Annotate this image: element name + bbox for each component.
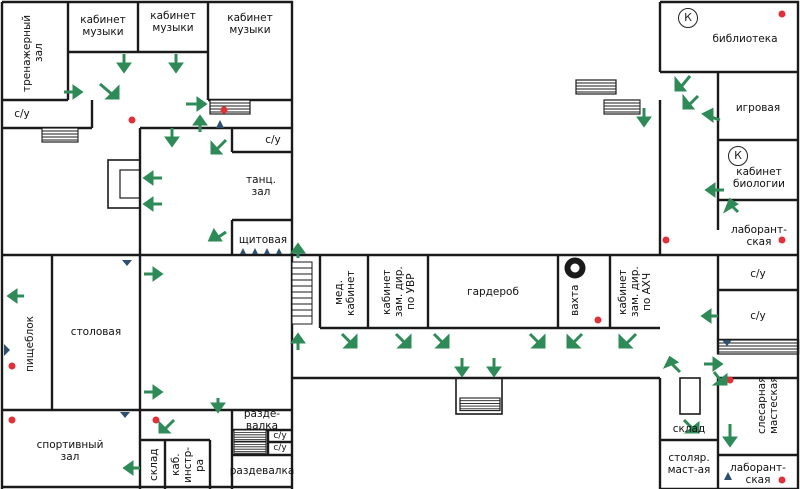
room-label-storage-left: склад <box>148 448 160 482</box>
room-label-playroom: игровая <box>735 102 781 114</box>
room-label-deputy-ahch: кабинет зам. дир. по АХЧ <box>617 266 653 318</box>
room-label-music-3: кабинет музыки <box>227 12 273 36</box>
room-label-wc-bottom-2: с/у <box>273 443 287 453</box>
room-label-canteen: столовая <box>70 326 122 338</box>
room-label-music-1: кабинет музыки <box>80 14 126 38</box>
room-label-carpentry: столяр. маст-ая <box>667 452 711 476</box>
room-label-lab-1: лаборант- ская <box>731 224 787 248</box>
room-label-music-2: кабинет музыки <box>150 10 196 34</box>
room-label-wc-top-left: с/у <box>14 108 30 120</box>
room-label-lab-2: лаборант- ская <box>730 462 786 486</box>
room-label-switchboard: щитовая <box>238 234 288 246</box>
room-label-watch: вахта <box>569 284 581 316</box>
room-label-storage-right: склад <box>672 423 706 435</box>
room-label-dance: танц. зал <box>246 174 276 198</box>
room-label-biology: кабинет биологии <box>732 166 786 190</box>
room-label-changing-2: раздевалка <box>229 465 295 477</box>
room-label-medical: мед. кабинет <box>333 270 357 316</box>
room-label-deputy-uvr: кабинет зам. дир. по УВР <box>381 266 417 318</box>
room-label-sports-hall: спортивный зал <box>36 439 104 463</box>
room-label-wardrobe: гардероб <box>467 286 519 298</box>
fire-cabinet-icon: К <box>728 146 748 166</box>
room-label-changing-1: разде- валка <box>243 408 281 432</box>
room-label-wc-bottom-1: с/у <box>273 431 287 441</box>
room-label-instructor: каб. инстр-ра <box>170 446 206 484</box>
room-label-gym-trainer: тренажерный зал <box>21 14 45 92</box>
room-label-library: библиотека <box>712 33 778 45</box>
fire-cabinet-icon: К <box>678 8 698 28</box>
room-label-kitchen: пищеблок <box>24 316 36 372</box>
room-label-wc-right-2: с/у <box>750 310 766 322</box>
room-label-metal-workshop: слесарная мастеская <box>756 376 780 434</box>
room-label-wc-right-1: с/у <box>750 268 766 280</box>
room-label-wc-mid: с/у <box>265 134 281 146</box>
